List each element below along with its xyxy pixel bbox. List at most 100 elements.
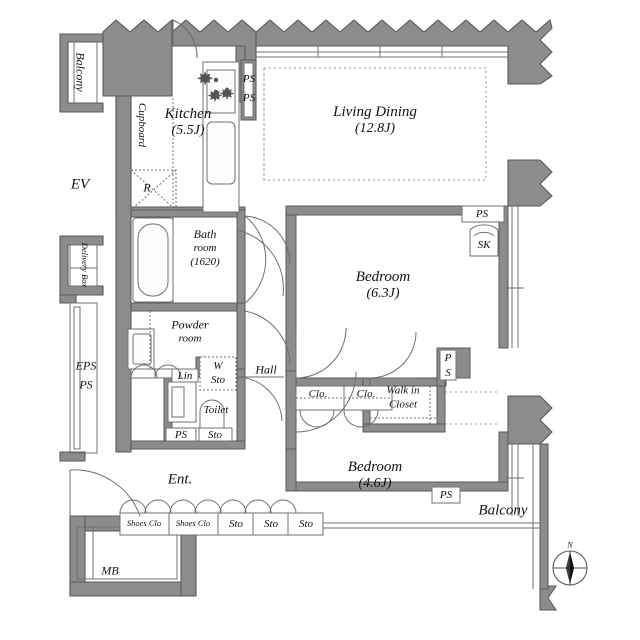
wall-right-bottom-nub (539, 585, 558, 611)
bedroom-main-area: (6.3J) (366, 285, 400, 301)
label-sink-cabinet: SK (477, 238, 491, 251)
label-toilet-storage: Sto (207, 428, 223, 441)
wic-name-1: Walk in (386, 384, 420, 397)
label-ps-kitchen-1: PS (242, 72, 256, 85)
door-swings (69, 19, 417, 517)
bath-name-1: Bath (193, 226, 217, 241)
wall-bath-right (236, 209, 246, 311)
label-ps-living-right: PS (475, 207, 489, 220)
door-bed1-wic (369, 331, 417, 379)
ps-ld-right-box (461, 205, 505, 223)
ps-wic-box (439, 349, 457, 381)
room-label-toilet: Toilet (203, 403, 229, 416)
label-storage-2: Sto (263, 517, 279, 530)
wall-bedroom2-right (498, 431, 509, 491)
compass-needle-light (566, 552, 570, 584)
toilet-bowl (199, 399, 225, 433)
wall-bedroom-right (498, 205, 509, 349)
door-bath (236, 229, 284, 297)
door-closet-2 (343, 409, 379, 428)
label-shoes-closet-1: Shoes Clo (126, 518, 162, 529)
wall-right-lower (507, 395, 553, 445)
wall-bath-bottom (130, 302, 246, 312)
compass-north-label: N (567, 540, 573, 550)
room-label-powder: Powder room (171, 318, 208, 347)
label-ps-wic-1: P (444, 351, 452, 364)
wall-powder-right (236, 302, 246, 370)
wall-balcony-right-edge (539, 443, 549, 590)
powder-name-1: Powder (171, 317, 209, 332)
label-storage-1: Sto (228, 517, 244, 530)
door-closet-1 (299, 409, 335, 428)
ps-kitchen-inner (243, 62, 254, 118)
label-linen: Lin (177, 369, 193, 382)
wall-right-upper (507, 159, 553, 207)
label-ps-kitchen-2: PS (242, 91, 256, 104)
wall-top-kitchen (171, 19, 257, 103)
door-bath-2 (244, 215, 267, 304)
bath-area: (1620) (190, 255, 220, 268)
door-toilet (236, 376, 283, 422)
room-label-hall: Hall (255, 362, 277, 377)
thin-linework (69, 42, 540, 589)
wall-top-right (255, 19, 553, 85)
label-closet-1: Clo. (308, 387, 328, 400)
wall-hall-right (285, 205, 297, 372)
bedroom-main-name: Bedroom (355, 268, 411, 285)
kitchen-sink (206, 121, 236, 185)
sk-arc (473, 231, 495, 237)
door-bed1-left (295, 327, 347, 379)
bathtub-inner (137, 223, 169, 297)
room-label-bedroom-second: Bedroom (4.6J) (348, 459, 402, 491)
door-kitchen-top (172, 19, 198, 59)
door-lin-2 (154, 364, 182, 379)
label-ps-wic-2: S (445, 366, 451, 379)
powder-name-2: room (178, 332, 202, 345)
north-compass (552, 550, 588, 586)
label-storage-3: Sto (298, 517, 314, 530)
wall-left-column (115, 95, 132, 453)
label-eps: EPS (75, 358, 97, 373)
bedroom-second-name: Bedroom (347, 458, 403, 475)
bedroom-second-area: (4.6J) (358, 475, 392, 491)
kitchen-name: Kitchen (164, 105, 212, 122)
w-sto-box (199, 356, 237, 391)
refrigerator-box (130, 169, 177, 211)
living-dining-area: (12.8J) (354, 120, 396, 136)
wm-box-inner (171, 386, 185, 418)
sk-box (469, 224, 499, 257)
ps-bed2-box (431, 486, 461, 504)
wall-toilet-right (236, 368, 246, 450)
wall-left-eps-bottom (59, 451, 86, 462)
wall-wic-bottom (362, 423, 446, 433)
wall-closet-top (295, 377, 447, 387)
label-balcony-bottom: Balcony (478, 502, 528, 519)
door-hall-upper (244, 215, 291, 265)
label-washer-storage-2: Sto (210, 373, 226, 386)
room-label-living-dining: Living Dining (12.8J) (333, 104, 417, 136)
ent-cabinet-arcs (119, 499, 297, 514)
room-label-kitchen: Kitchen (5.5J) (165, 106, 212, 138)
door-bed2-entry (295, 371, 357, 433)
wall-left-eps-top (59, 294, 77, 304)
ps-toilet-label-box (165, 427, 197, 442)
stove-burner-icons (197, 71, 235, 102)
label-shoes-closet-2: Shoes Clo (175, 518, 211, 529)
label-refrigerator: R (143, 180, 151, 195)
room-label-bedroom-main: Bedroom (6.3J) (356, 269, 410, 301)
label-toilet-ps: PS (174, 428, 188, 441)
label-cupboard: Cupboard (136, 102, 149, 148)
room-label-walk-in-closet: Walk in Closet (387, 384, 420, 412)
wall-mb-bottom (69, 581, 182, 597)
label-ps-bedroom-bottom: PS (439, 488, 453, 501)
label-closet-2: Clo. (356, 387, 376, 400)
room-label-bath: Bath room (1620) (190, 227, 219, 270)
vanity-inner (132, 333, 152, 365)
eps-ps-inner (73, 306, 81, 450)
label-delivery-box: Delivery Box (79, 242, 90, 288)
wic-name-2: Closet (388, 398, 418, 410)
door-powder (244, 310, 291, 365)
room-label-entrance: Ent. (167, 471, 193, 488)
door-entrance (69, 469, 141, 517)
